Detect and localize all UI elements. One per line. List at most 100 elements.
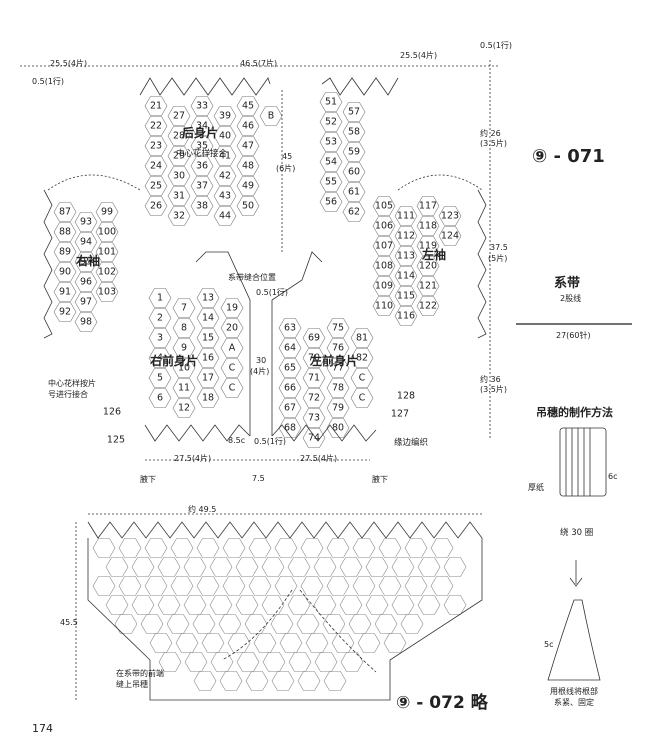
hex-motif	[144, 136, 168, 156]
motif-number: 43	[219, 191, 231, 202]
hex-motif	[144, 96, 168, 116]
motif-number: 5	[157, 373, 163, 384]
hex-motif-072	[144, 538, 168, 558]
hex-motif-072	[196, 576, 220, 596]
tie-length: 27(60针)	[556, 331, 591, 340]
edge-mark-number: 125	[107, 435, 125, 446]
left-sleeve-edge	[477, 189, 487, 339]
hex-motif-072	[114, 614, 138, 634]
hex-motif	[196, 348, 220, 368]
dim-center-height-sub: (4片)	[250, 367, 270, 376]
motif-number: 60	[348, 167, 360, 178]
dim-front-height: 约 36	[480, 375, 501, 384]
hex-motif-072	[248, 538, 272, 558]
hex-motif	[148, 368, 172, 388]
motif-number: 51	[325, 97, 337, 108]
hex-motif-072	[357, 633, 381, 653]
motif-number: 30	[173, 171, 185, 182]
dim-back-height-sub: (3.5片)	[480, 139, 507, 148]
hex-motif-072	[209, 557, 233, 577]
hex-motif-072	[118, 576, 142, 596]
motif-number: 15	[202, 333, 214, 344]
motif-number: 120	[419, 261, 437, 272]
hex-motif	[190, 136, 214, 156]
motif-number: 68	[284, 423, 296, 434]
motif-number: 89	[59, 247, 71, 258]
hex-motif	[342, 202, 366, 222]
dim-center-row: 0.5(1行)	[256, 288, 289, 297]
motif-number: 42	[219, 171, 231, 182]
hex-motif	[148, 348, 172, 368]
hex-motif	[372, 256, 396, 276]
motif-number: 103	[98, 287, 116, 298]
hex-motif	[372, 216, 396, 236]
motif-number: 106	[375, 221, 393, 232]
motif-number: 11	[178, 383, 190, 394]
motif-number: 73	[308, 413, 320, 424]
hex-motif	[95, 242, 119, 262]
hex-motif	[278, 318, 302, 338]
motif-number: 35	[196, 141, 208, 152]
hex-motif	[172, 398, 196, 418]
motif-number: 98	[80, 317, 92, 328]
left-front-hem	[271, 424, 377, 442]
hex-motif	[326, 378, 350, 398]
motif-number: 109	[375, 281, 393, 292]
hex-motif	[372, 296, 396, 316]
motif-number: A	[229, 343, 236, 354]
motif-number: 113	[397, 251, 415, 262]
dim-072-width: 约 49.5	[188, 505, 217, 514]
dim-bottom-gap-a: 8.5c	[228, 436, 246, 445]
hex-motif-072	[391, 557, 415, 577]
hex-motif	[342, 162, 366, 182]
hex-motif	[95, 222, 119, 242]
motif-number: 19	[226, 303, 238, 314]
hex-motif	[302, 388, 326, 408]
hex-motif	[319, 112, 343, 132]
label-left-sleeve: 左袖	[422, 248, 447, 262]
hex-motif	[319, 132, 343, 152]
motif-number: 61	[348, 187, 360, 198]
hex-motif-072	[245, 671, 269, 691]
motif-number: 22	[150, 121, 162, 132]
hex-motif	[438, 206, 462, 226]
hex-motif-072	[261, 557, 285, 577]
hex-motif-072	[417, 557, 441, 577]
hex-motif-072	[297, 671, 321, 691]
tassel-finished	[547, 599, 601, 681]
cardboard-label: 厚纸	[528, 483, 544, 492]
motif-number: 79	[332, 403, 344, 414]
right-front-hem	[144, 424, 251, 442]
hex-motif-072	[92, 538, 116, 558]
motif-number: 108	[375, 261, 393, 272]
motif-number: 27	[173, 111, 185, 122]
hex-motif	[236, 176, 260, 196]
hex-motif	[196, 328, 220, 348]
hex-motif	[74, 212, 98, 232]
hex-motif	[394, 246, 418, 266]
motif-number: 94	[80, 237, 92, 248]
motif-number: 112	[397, 231, 415, 242]
hex-motif-072	[352, 576, 376, 596]
motif-number: 97	[80, 297, 92, 308]
motif-number: 47	[242, 141, 254, 152]
motif-number: 3	[157, 333, 163, 344]
hex-motif	[394, 286, 418, 306]
hex-motif	[326, 318, 350, 338]
motif-number: 77	[332, 363, 344, 374]
hex-motif-072	[404, 576, 428, 596]
hex-motif	[172, 338, 196, 358]
motif-number: 54	[325, 157, 337, 168]
hex-motif-072	[219, 671, 243, 691]
hex-motif	[394, 306, 418, 326]
hex-motif	[167, 106, 191, 126]
hex-motif-072	[352, 538, 376, 558]
label-edge-note: 缘边编织	[394, 438, 429, 448]
hex-motif	[372, 196, 396, 216]
right-sleeve-edge	[43, 189, 53, 339]
hex-motif	[372, 236, 396, 256]
label-left-note-1: 中心花样按片	[48, 379, 96, 388]
hex-motif	[319, 192, 343, 212]
dim-center-height: 30	[256, 356, 267, 365]
hex-motif	[350, 348, 374, 368]
